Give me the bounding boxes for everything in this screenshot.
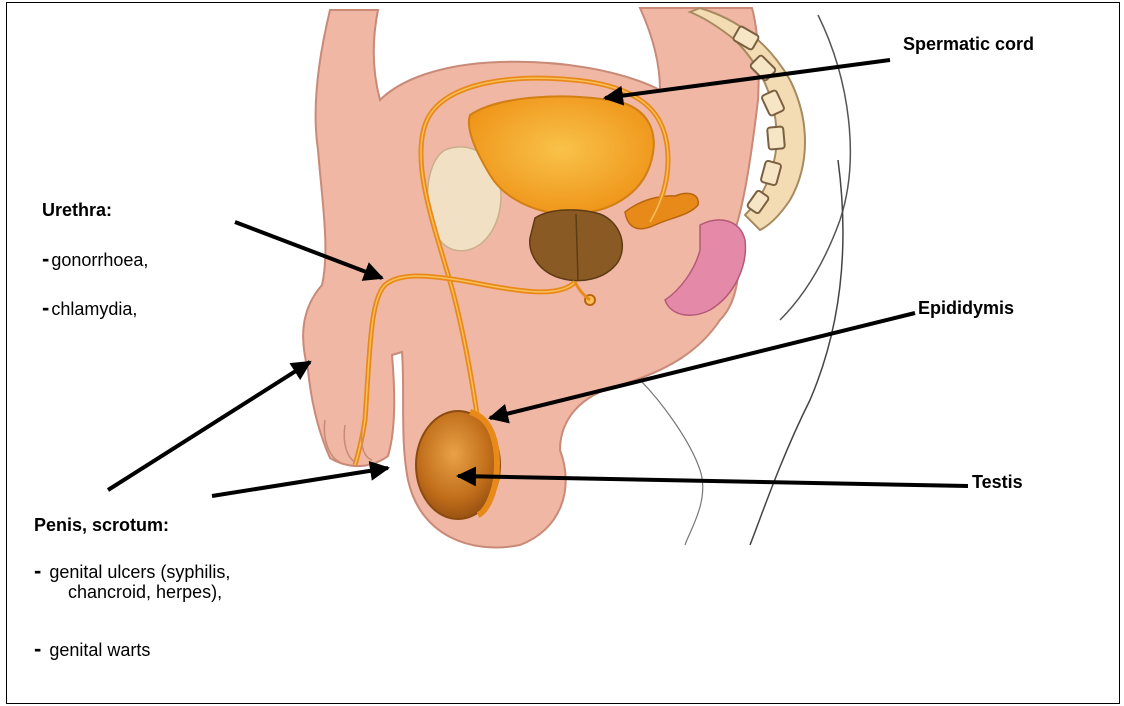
urethra-item: -gonorrhoea, (42, 246, 148, 272)
penis-scrotum-item-continued: chancroid, herpes), (68, 582, 222, 603)
penis-scrotum-item: -genital warts (34, 636, 150, 662)
scrotum-arrow (212, 468, 388, 496)
urethra-item: -chlamydia, (42, 295, 137, 321)
penis-scrotum-heading: Penis, scrotum: (34, 515, 169, 536)
penis-scrotum-item: -genital ulcers (syphilis, (34, 558, 230, 584)
urethra-heading: Urethra: (42, 200, 112, 221)
bullet-dash: - (42, 246, 49, 271)
epididymis-label: Epididymis (918, 298, 1014, 319)
penis-arrow (108, 362, 310, 490)
spermatic-cord-label: Spermatic cord (903, 34, 1034, 55)
testis-label: Testis (972, 472, 1023, 493)
bullet-dash: - (34, 636, 41, 661)
bullet-dash: - (42, 295, 49, 320)
bullet-dash: - (34, 558, 41, 583)
